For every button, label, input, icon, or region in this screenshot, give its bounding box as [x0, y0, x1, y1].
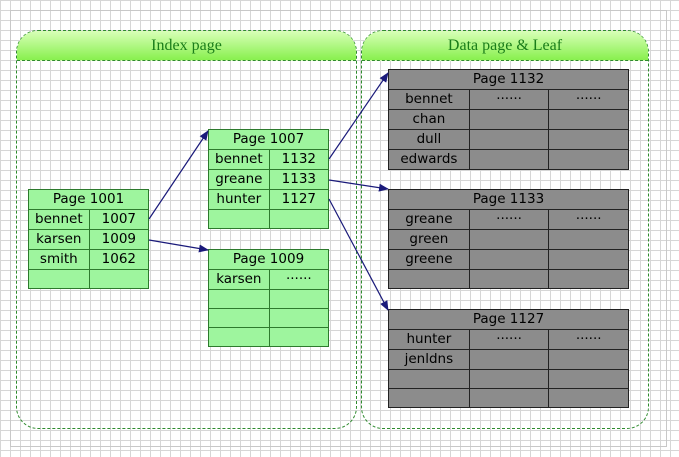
table-row — [388, 369, 629, 389]
key-cell — [388, 388, 470, 408]
page-1132-table: Page 1132 bennet············ chan dull e… — [388, 69, 629, 170]
key-cell: karsen — [28, 229, 90, 250]
key-cell: bennet — [208, 149, 270, 170]
key-cell: greene — [388, 249, 470, 270]
arrow-1007-to-1133 — [328, 179, 389, 192]
data-cell — [548, 269, 629, 289]
pointer-cell: 1132 — [268, 149, 330, 170]
page-1127-table: Page 1127 hunter············ jenldns — [388, 309, 629, 408]
data-cell — [468, 229, 550, 250]
key-cell — [208, 289, 270, 309]
data-cell — [548, 149, 629, 170]
pointer-cell: ······ — [268, 269, 330, 290]
index-page-header: Index page — [17, 31, 356, 61]
key-cell — [28, 269, 90, 289]
data-cell — [548, 349, 629, 370]
key-cell: edwards — [388, 149, 470, 170]
pointer-cell — [268, 308, 330, 328]
pointer-cell: 1009 — [88, 229, 150, 250]
data-cell — [548, 129, 629, 150]
table-row: jenldns — [388, 349, 629, 370]
data-cell: ······ — [548, 329, 629, 350]
pointer-cell — [268, 209, 330, 229]
data-page-region: Data page & Leaf — [361, 30, 649, 429]
table-row — [388, 269, 629, 289]
pointer-cell: 1007 — [88, 209, 150, 230]
table-row — [208, 308, 330, 328]
key-cell — [208, 209, 270, 229]
key-cell: bennet — [388, 89, 470, 110]
key-cell: smith — [28, 249, 90, 270]
pointer-cell: 1133 — [268, 169, 330, 190]
key-cell — [208, 308, 270, 328]
table-row — [28, 269, 150, 289]
key-cell: greane — [208, 169, 270, 190]
key-cell: hunter — [208, 189, 270, 210]
pointer-cell — [268, 289, 330, 309]
table-row: karsen······ — [208, 269, 330, 290]
diagram-border — [10, 10, 667, 447]
pointer-cell — [268, 327, 330, 347]
page-1009-title: Page 1009 — [208, 249, 329, 270]
key-cell: karsen — [208, 269, 270, 290]
table-row — [388, 388, 629, 408]
table-row: green — [388, 229, 629, 250]
table-row: hunter············ — [388, 329, 629, 350]
key-cell — [388, 269, 470, 289]
table-row: edwards — [388, 149, 629, 170]
data-cell: ······ — [468, 329, 550, 350]
table-row: dull — [388, 129, 629, 150]
data-cell — [468, 369, 550, 389]
data-cell — [548, 249, 629, 270]
data-cell: ······ — [468, 89, 550, 110]
arrow-1001-to-1007 — [148, 130, 209, 220]
data-page-header: Data page & Leaf — [362, 31, 648, 61]
data-cell — [468, 349, 550, 370]
page-1009-table: Page 1009 karsen······ — [208, 249, 330, 347]
table-row: chan — [388, 109, 629, 130]
data-cell — [468, 269, 550, 289]
page-1133-title: Page 1133 — [388, 189, 629, 210]
page-1127-title: Page 1127 — [388, 309, 629, 330]
table-row — [208, 209, 330, 229]
table-row — [208, 327, 330, 347]
key-cell: hunter — [388, 329, 470, 350]
key-cell: jenldns — [388, 349, 470, 370]
arrow-1007-to-1132 — [328, 72, 389, 160]
key-cell: chan — [388, 109, 470, 130]
data-cell — [548, 109, 629, 130]
pointer-cell — [88, 269, 150, 289]
data-cell — [468, 149, 550, 170]
key-cell: dull — [388, 129, 470, 150]
arrow-1001-to-1009 — [148, 239, 209, 253]
pointer-cell: 1062 — [88, 249, 150, 270]
page-1133-table: Page 1133 greane············ green green… — [388, 189, 629, 289]
data-cell: ······ — [548, 209, 629, 230]
data-cell — [548, 388, 629, 408]
key-cell — [208, 327, 270, 347]
table-row: greene — [388, 249, 629, 270]
data-cell — [548, 229, 629, 250]
index-page-region: Index page — [16, 30, 357, 429]
arrow-1007-to-1127 — [328, 198, 389, 311]
table-row: greane············ — [388, 209, 629, 230]
key-cell: greane — [388, 209, 470, 230]
table-row — [208, 289, 330, 309]
data-cell — [468, 388, 550, 408]
data-cell — [468, 249, 550, 270]
table-row: bennet············ — [388, 89, 629, 110]
